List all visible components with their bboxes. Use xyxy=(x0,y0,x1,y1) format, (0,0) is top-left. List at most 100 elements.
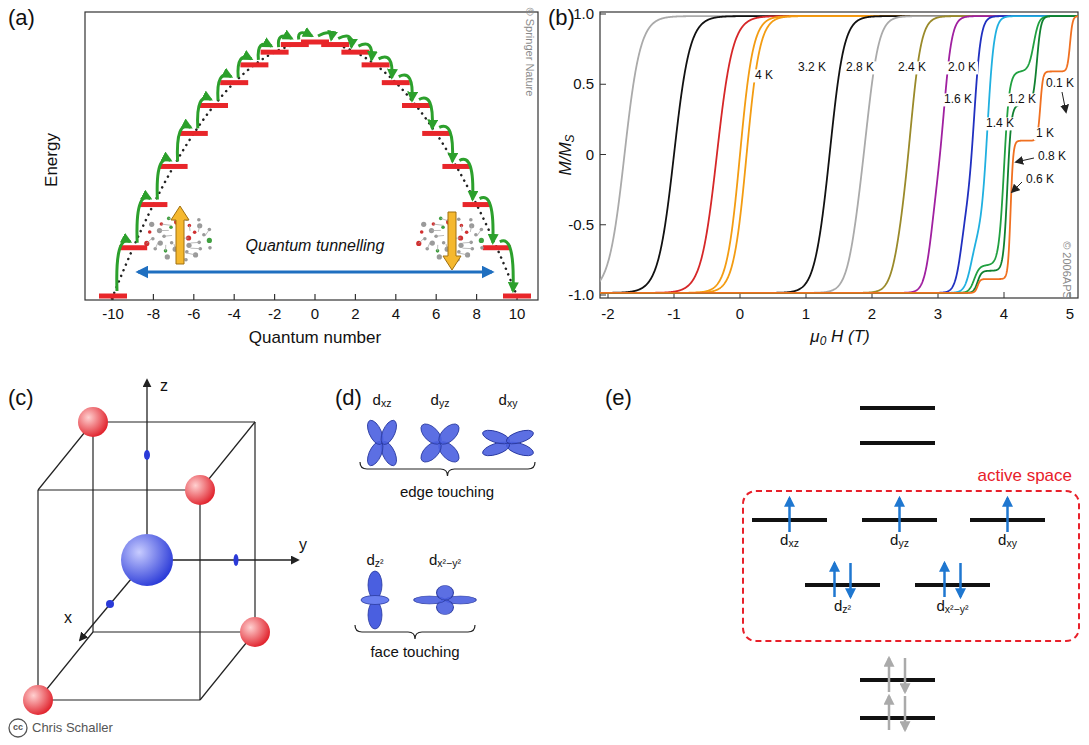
z-axis xyxy=(146,380,147,560)
tick-label: 8 xyxy=(472,306,480,323)
atom xyxy=(197,223,202,228)
spin-arrow xyxy=(849,563,852,597)
bond xyxy=(190,248,200,250)
magnetization-curve xyxy=(600,16,1078,293)
orbital-label: dz² xyxy=(834,598,851,615)
orbital-shape xyxy=(355,401,409,486)
transition-arrow xyxy=(338,36,351,47)
orbital-level xyxy=(915,583,990,587)
tick-label: -6 xyxy=(187,306,200,323)
axis-tick xyxy=(193,294,194,300)
tick-label: -4 xyxy=(228,306,241,323)
transition-arrow xyxy=(177,126,190,161)
bond xyxy=(185,253,195,255)
bond xyxy=(155,242,158,248)
transition-arrow xyxy=(419,98,432,128)
atom xyxy=(184,258,188,262)
tick-label: 0.5 xyxy=(573,76,594,93)
energy-level xyxy=(442,164,470,169)
transition-arrow xyxy=(318,33,331,40)
orbital-illustrations xyxy=(355,401,556,639)
orbital-lobe xyxy=(368,571,382,599)
axis-tick xyxy=(436,294,437,300)
magnetization-curve xyxy=(600,16,1078,293)
axis-tick xyxy=(476,294,477,300)
spin-arrow xyxy=(1006,498,1009,532)
bond xyxy=(165,245,166,251)
magnetization-curve xyxy=(600,16,1078,293)
axis-letter: y xyxy=(299,536,307,554)
hysteresis-chart xyxy=(588,12,1086,298)
energy-level xyxy=(402,103,430,108)
atom xyxy=(165,254,170,259)
cube-edge xyxy=(37,490,38,700)
transition-arrow xyxy=(157,159,170,199)
license-note: cc xyxy=(13,723,23,733)
energy-level xyxy=(160,164,188,169)
atom xyxy=(437,254,442,259)
transition-arrow xyxy=(299,33,312,40)
atom xyxy=(421,222,426,227)
bond xyxy=(436,235,444,237)
energy-level xyxy=(99,294,127,299)
orbital-lobe xyxy=(437,586,454,600)
orbital-shape xyxy=(460,419,555,467)
energy-level xyxy=(362,62,390,67)
temperature-label: 2.4 K xyxy=(896,61,928,74)
atom xyxy=(207,238,212,243)
bond xyxy=(463,242,472,244)
atom xyxy=(480,246,484,250)
transition-arrow xyxy=(480,197,493,242)
tick-label: 3 xyxy=(934,306,942,323)
license-note: Chris Schaller xyxy=(32,721,113,735)
bond xyxy=(427,242,430,248)
spin-arrow xyxy=(888,658,891,692)
axis-tick xyxy=(600,154,606,155)
spin-arrow xyxy=(898,498,901,532)
spin-arrow xyxy=(171,206,189,264)
atom xyxy=(458,243,463,248)
magnetization-curve xyxy=(600,16,1078,293)
axis-title: M/MS xyxy=(557,135,576,176)
temperature-label: 1.2 K xyxy=(1006,93,1038,106)
atom xyxy=(208,246,212,250)
tick-label: 0 xyxy=(311,306,319,323)
energy-level xyxy=(483,245,511,250)
energy-level xyxy=(341,50,369,55)
axis-title: Quantum number xyxy=(249,329,381,348)
tick-label: 0 xyxy=(586,146,594,163)
atom xyxy=(465,230,469,234)
spin-arrow xyxy=(904,696,907,730)
tunnelling-arrow xyxy=(138,271,492,274)
magnetization-curve xyxy=(600,16,1078,290)
level-diagram xyxy=(752,408,1045,730)
bond xyxy=(205,230,209,236)
spin-arrow xyxy=(888,696,891,730)
bond xyxy=(198,226,199,232)
atom xyxy=(197,218,201,222)
orbital-label: dxy xyxy=(499,392,518,409)
atom xyxy=(186,243,191,248)
copyright-note: © 2006APS xyxy=(1061,241,1073,299)
energy-level xyxy=(321,42,349,47)
transition-arrow xyxy=(439,126,452,161)
transition-arrow xyxy=(358,44,371,60)
energy-level xyxy=(503,294,531,299)
orbital-level xyxy=(860,441,935,445)
axis-tick xyxy=(274,294,275,300)
orbital-lobe xyxy=(502,428,539,446)
energy-level xyxy=(200,103,228,108)
bond xyxy=(431,230,440,231)
axis-letter: z xyxy=(160,377,168,395)
temperature-label: 2.0 K xyxy=(946,61,978,74)
transition-arrow xyxy=(459,159,472,199)
orbital-label: dx²−y² xyxy=(429,552,461,569)
temperature-label: 0.6 K xyxy=(1024,173,1056,186)
orbital-lobe xyxy=(378,416,399,449)
curve-group xyxy=(600,16,1078,293)
atom xyxy=(469,218,473,222)
region-label: active space xyxy=(978,467,1073,486)
bond xyxy=(457,253,467,255)
cube-edge xyxy=(38,489,200,490)
